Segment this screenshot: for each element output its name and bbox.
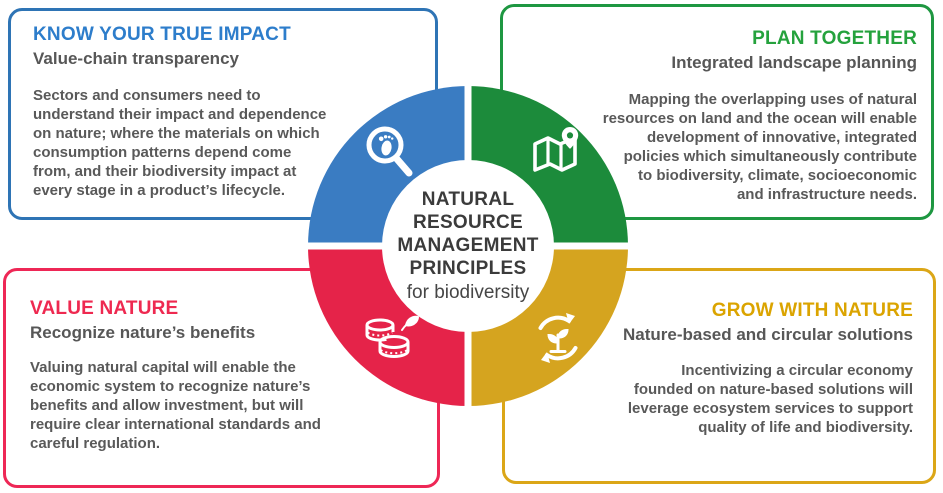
recycle-plant-icon bbox=[538, 313, 578, 363]
card-value-nature: VALUE NATURE Recognize nature’s benefits… bbox=[3, 268, 440, 488]
card-body: Mapping the overlapping uses of natural … bbox=[602, 91, 917, 203]
principles-wheel: NATURAL RESOURCE MANAGEMENT PRINCIPLES f… bbox=[308, 86, 628, 406]
card-title: VALUE NATURE bbox=[30, 298, 179, 319]
card-title: KNOW YOUR TRUE IMPACT bbox=[33, 24, 291, 45]
coins-leaf-icon bbox=[365, 315, 419, 359]
card-title: GROW WITH NATURE bbox=[711, 300, 913, 321]
card-subtitle: Integrated landscape planning bbox=[671, 53, 917, 72]
card-body: Incentivizing a circular economy founded… bbox=[627, 362, 913, 436]
card-title: PLAN TOGETHER bbox=[752, 28, 917, 49]
center-title: NATURAL RESOURCE MANAGEMENT PRINCIPLES bbox=[397, 188, 539, 279]
center-subtitle: for biodiversity bbox=[406, 281, 530, 303]
map-pin-icon bbox=[533, 127, 579, 172]
footprint-magnifier-icon bbox=[366, 126, 413, 177]
wheel-center-label: NATURAL RESOURCE MANAGEMENT PRINCIPLES f… bbox=[382, 160, 554, 332]
card-subtitle: Value-chain transparency bbox=[33, 49, 239, 68]
card-body: Sectors and consumers need to understand… bbox=[33, 87, 327, 199]
card-plan-together: PLAN TOGETHER Integrated landscape plann… bbox=[500, 4, 934, 220]
card-grow-with-nature: GROW WITH NATURE Nature-based and circul… bbox=[502, 268, 936, 484]
card-subtitle: Recognize nature’s benefits bbox=[30, 323, 256, 342]
card-know-your-true-impact: KNOW YOUR TRUE IMPACT Value-chain transp… bbox=[8, 8, 438, 220]
card-body: Valuing natural capital will enable the … bbox=[30, 359, 321, 452]
card-subtitle: Nature-based and circular solutions bbox=[622, 325, 913, 344]
